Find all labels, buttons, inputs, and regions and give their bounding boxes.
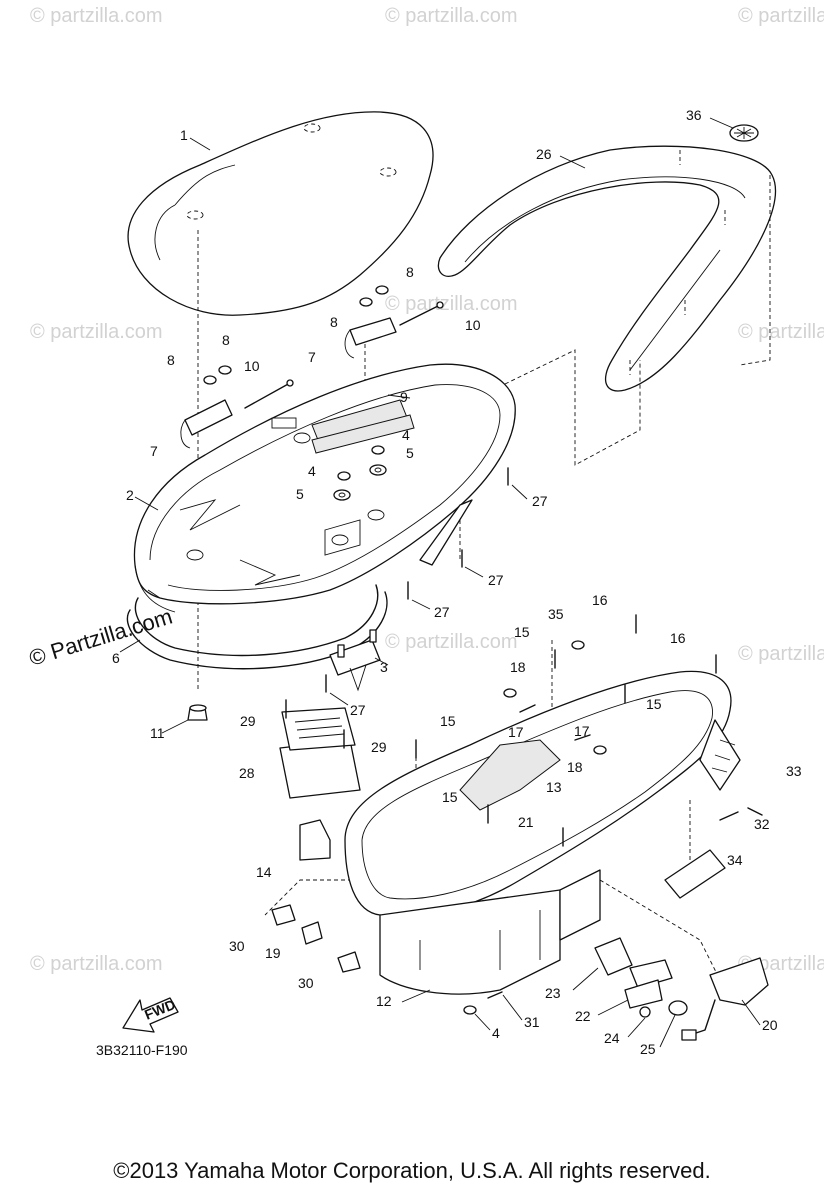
callout: 23 — [545, 985, 561, 1001]
callout: 5 — [406, 445, 414, 461]
callout: 15 — [646, 696, 662, 712]
callout: 27 — [488, 572, 504, 588]
washer-part — [333, 464, 387, 501]
label-part — [664, 849, 726, 899]
callout: 2 — [126, 487, 134, 503]
callout: 22 — [575, 1008, 591, 1024]
callout: 15 — [514, 624, 530, 640]
watermark: © partzilla.com — [385, 293, 518, 315]
callout: 8 — [167, 352, 175, 368]
callout: 24 — [604, 1030, 620, 1046]
callout: 18 — [510, 659, 526, 675]
callout: 31 — [524, 1014, 540, 1030]
callout: 4 — [402, 427, 410, 443]
watermark: © partzilla.com — [738, 321, 824, 343]
callout: 13 — [546, 779, 562, 795]
callout: 4 — [308, 463, 316, 479]
grommet-part — [187, 704, 208, 721]
clip-part — [271, 819, 361, 973]
callout: 7 — [308, 349, 316, 365]
callout: 8 — [330, 314, 338, 330]
callout-labels: 1 2 3 4 4 4 5 5 6 7 7 8 8 8 8 9 10 10 11… — [112, 107, 802, 1057]
pad-part — [311, 414, 415, 454]
callout: 10 — [465, 317, 481, 333]
callout: 29 — [371, 739, 387, 755]
callout: 33 — [786, 763, 802, 779]
callout: 12 — [376, 993, 392, 1009]
callout: 36 — [686, 107, 702, 123]
callout: 18 — [567, 759, 583, 775]
callout: 9 — [400, 389, 408, 405]
callout: 29 — [240, 713, 256, 729]
callout: 35 — [548, 606, 564, 622]
forward-arrow-icon: FWD — [122, 996, 179, 1033]
nut-part — [203, 285, 477, 1015]
callout: 6 — [112, 650, 120, 666]
seat-frame-part — [437, 145, 777, 392]
storage-tub-part — [344, 670, 741, 995]
callout: 28 — [239, 765, 255, 781]
fastener-part — [285, 614, 763, 999]
latch-bracket-part — [329, 629, 381, 692]
leader-lines — [119, 117, 761, 1048]
callout: 27 — [532, 493, 548, 509]
callout: 10 — [244, 358, 260, 374]
callout: 1 — [180, 127, 188, 143]
watermark: © partzilla.com — [385, 5, 518, 27]
hinge-bracket-part — [180, 317, 397, 449]
callout: 25 — [640, 1041, 656, 1057]
callout: 14 — [256, 864, 272, 880]
callout: 27 — [434, 604, 450, 620]
callout: 8 — [406, 264, 414, 280]
callout: 30 — [229, 938, 245, 954]
watermark: © partzilla.com — [385, 631, 518, 653]
watermark: © partzilla.com — [30, 321, 163, 343]
callout: 16 — [670, 630, 686, 646]
callout: 19 — [265, 945, 281, 961]
callout: 11 — [150, 725, 165, 741]
battery-cover-part — [279, 707, 361, 799]
callout: 5 — [296, 486, 304, 502]
seat-base-part — [133, 363, 516, 613]
callout: 15 — [442, 789, 458, 805]
callout: 4 — [492, 1025, 500, 1041]
emblem-part — [729, 124, 759, 142]
callout: 17 — [574, 723, 590, 739]
watermark: © partzilla.com — [30, 953, 163, 975]
callout: 7 — [150, 443, 158, 459]
callout: 8 — [222, 332, 230, 348]
callout: 15 — [440, 713, 456, 729]
watermark: © partzilla.com — [738, 643, 824, 665]
callout: 26 — [536, 146, 552, 162]
callout: 21 — [518, 814, 534, 830]
callout: 27 — [350, 702, 366, 718]
copyright-notice: ©2013 Yamaha Motor Corporation, U.S.A. A… — [113, 1158, 711, 1183]
watermark: © partzilla.com — [30, 5, 163, 27]
seat-cover-part — [127, 111, 434, 316]
callout: 32 — [754, 816, 770, 832]
seal-strip-part — [126, 584, 388, 670]
long-bolt-part — [244, 301, 444, 409]
callout: 16 — [592, 592, 608, 608]
watermark: © partzilla.com — [738, 5, 824, 27]
callout: 20 — [762, 1017, 778, 1033]
callout: 17 — [508, 724, 524, 740]
screw-part — [325, 467, 509, 693]
callout: 34 — [727, 852, 743, 868]
diagram-code: 3B32110-F190 — [96, 1042, 188, 1058]
lock-assembly-part — [594, 937, 769, 1041]
callout: 3 — [380, 659, 388, 675]
callout: 30 — [298, 975, 314, 991]
